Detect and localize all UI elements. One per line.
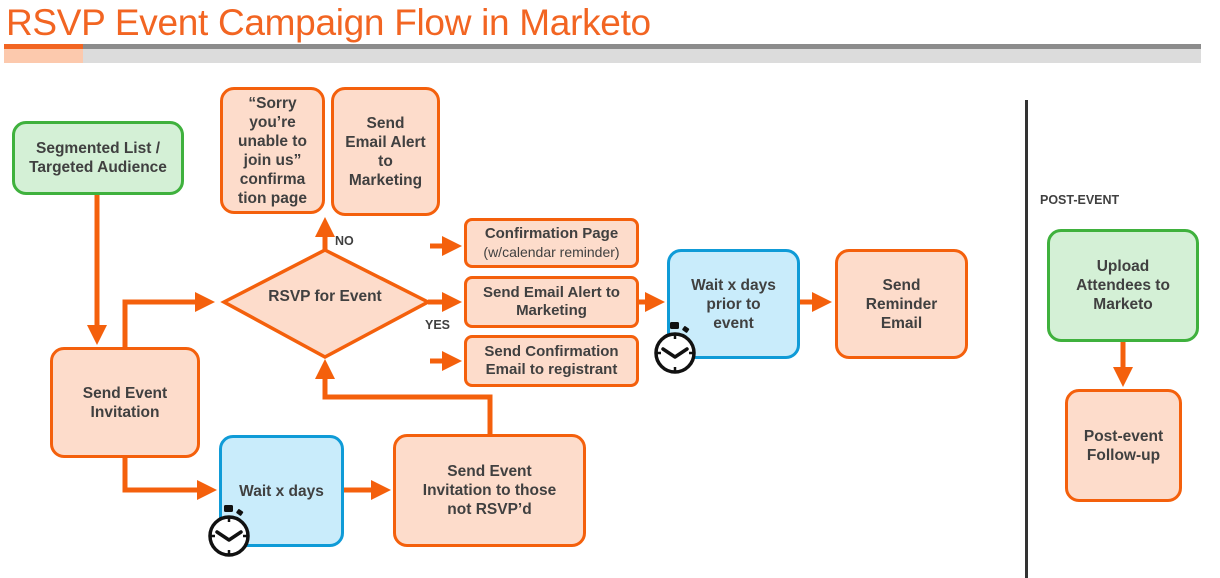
send-invitation-node: Send Event Invitation [50,347,200,458]
stopwatch-icon [208,505,250,557]
arrow-reinvite-to-rsvp [315,359,493,436]
send-reminder-node: Send Reminder Email [835,249,968,359]
post-event-divider [1025,100,1028,578]
confirmation-email-node: Send Confirmation Email to registrant [464,335,639,387]
segmented-list-node: Segmented List / Targeted Audience [12,121,184,195]
confirmation-page-node: Confirmation Page (w/calendar reminder) [464,218,639,268]
reinvite-node: Send Event Invitation to those not RSVP’… [393,434,586,547]
sorry-page-node: “Sorry you’re unable to join us” confirm… [220,87,325,214]
arrow-invitation-to-rsvp [122,292,215,348]
no-label: NO [335,234,354,248]
title-underline-dark-accent [4,44,83,49]
rsvp-decision-diamond [220,248,432,359]
confirmation-page-subtitle: (w/calendar reminder) [483,244,620,260]
email-alert-no-node: Send Email Alert to Marketing [331,87,440,216]
title-underline-light [4,49,1201,63]
rsvp-decision-label: RSVP for Event [268,288,382,305]
confirmation-page-title: Confirmation Page [484,225,619,242]
arrow-invitation-to-wait [122,458,217,500]
email-alert-yes-node: Send Email Alert to Marketing [464,276,639,328]
title-underline-dark [4,44,1201,49]
post-event-section-label: POST-EVENT [1040,193,1120,207]
page-title: RSVP Event Campaign Flow in Marketo [6,2,651,43]
post-event-followup-node: Post-event Follow-up [1065,389,1182,502]
title-underline-light-accent [4,49,83,63]
yes-label: YES [425,318,451,332]
stopwatch-icon [654,322,696,374]
upload-attendees-node: Upload Attendees to Marketo [1047,229,1199,342]
